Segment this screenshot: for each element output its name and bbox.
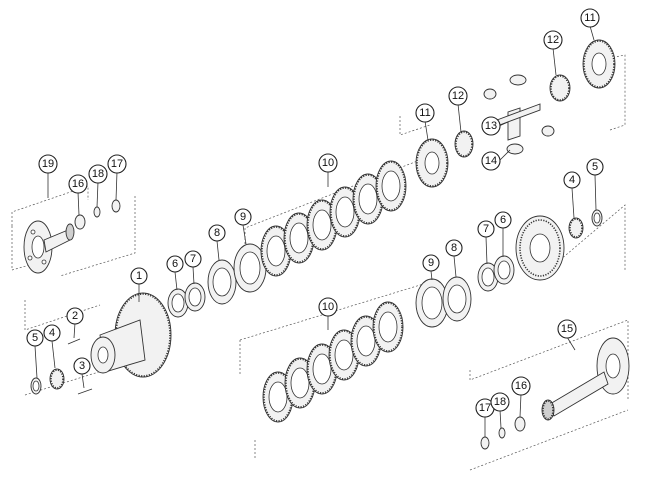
callout-19: 19 bbox=[38, 154, 58, 174]
callout-9-right: 9 bbox=[422, 254, 440, 272]
callout-15-label: 15 bbox=[561, 323, 573, 335]
part-4-bearing-right bbox=[568, 217, 584, 239]
callout-6-right-label: 6 bbox=[500, 214, 506, 226]
callout-12-left-label: 12 bbox=[452, 90, 464, 102]
part-7-ring-left bbox=[184, 282, 206, 312]
callout-13-label: 13 bbox=[485, 120, 497, 132]
callout-12-right-label: 12 bbox=[547, 34, 559, 46]
callout-4-right-label: 4 bbox=[569, 174, 575, 186]
callout-19-label: 19 bbox=[42, 158, 54, 170]
callout-2-label: 2 bbox=[72, 310, 78, 322]
callout-16-lower-label: 16 bbox=[515, 380, 527, 392]
callout-9-left: 9 bbox=[234, 208, 252, 226]
callout-14-label: 14 bbox=[485, 155, 497, 167]
callout-10-upper-label: 10 bbox=[322, 157, 334, 169]
callout-10-upper: 10 bbox=[318, 153, 338, 173]
callout-8-left-label: 8 bbox=[214, 227, 220, 239]
callout-10-lower: 10 bbox=[318, 297, 338, 317]
callout-1-label: 1 bbox=[136, 270, 142, 282]
part-16-pinion-cap bbox=[74, 214, 86, 230]
callout-3: 3 bbox=[73, 357, 91, 375]
callout-15: 15 bbox=[557, 319, 577, 339]
callout-6-right: 6 bbox=[494, 211, 512, 229]
callout-17-lower-label: 17 bbox=[479, 402, 491, 414]
callout-2: 2 bbox=[66, 307, 84, 325]
callout-18-upper: 18 bbox=[88, 164, 108, 184]
part-5-snap-ring-right bbox=[591, 209, 603, 227]
callout-5-right-label: 5 bbox=[592, 161, 598, 173]
callout-5-left-label: 5 bbox=[32, 332, 38, 344]
callout-8-right: 8 bbox=[445, 239, 463, 257]
callout-17-lower: 17 bbox=[475, 398, 495, 418]
callout-4-right: 4 bbox=[563, 171, 581, 189]
part-11-side-gear-left bbox=[415, 138, 449, 188]
callout-7-right: 7 bbox=[477, 220, 495, 238]
part-6-ring-left bbox=[167, 288, 189, 318]
callout-9-right-label: 9 bbox=[428, 257, 434, 269]
part-8-disc-left bbox=[207, 259, 237, 305]
part-18-washer bbox=[93, 206, 101, 218]
callout-1: 1 bbox=[130, 267, 148, 285]
part-1-gear-housing bbox=[90, 292, 172, 378]
part-9-disc-right bbox=[415, 278, 449, 328]
part-8-disc-right bbox=[442, 276, 472, 322]
callout-16-upper-label: 16 bbox=[72, 178, 84, 190]
part-7-ring-right bbox=[477, 262, 499, 292]
part-19-flange-shaft bbox=[23, 220, 75, 274]
part-11-side-gear-right bbox=[582, 39, 616, 89]
callout-18-upper-label: 18 bbox=[92, 168, 104, 180]
leader-lines bbox=[34, 25, 597, 437]
part-9-disc-left bbox=[233, 243, 267, 293]
callout-6-left-label: 6 bbox=[172, 258, 178, 270]
part-6-ring-right bbox=[493, 255, 515, 285]
callout-11-left: 11 bbox=[415, 103, 435, 123]
callout-5-left: 5 bbox=[26, 329, 44, 347]
callout-7-left-label: 7 bbox=[190, 253, 196, 265]
callout-7-right-label: 7 bbox=[483, 223, 489, 235]
part-3-pin bbox=[77, 388, 93, 395]
callout-14: 14 bbox=[481, 151, 501, 171]
callout-7-left: 7 bbox=[184, 250, 202, 268]
callout-13: 13 bbox=[481, 116, 501, 136]
callout-17-upper: 17 bbox=[107, 154, 127, 174]
part-5-snap-ring-left bbox=[30, 377, 42, 395]
callout-18-lower: 18 bbox=[490, 392, 510, 412]
callout-4-left-label: 4 bbox=[49, 327, 55, 339]
part-4-bearing-left bbox=[49, 368, 65, 390]
callout-11-left-label: 11 bbox=[419, 107, 430, 119]
callout-10-lower-label: 10 bbox=[322, 301, 334, 313]
callout-11-right-label: 11 bbox=[584, 12, 595, 24]
callout-5-right: 5 bbox=[586, 158, 604, 176]
part-15-output-shaft bbox=[541, 337, 630, 421]
part-10-clutch-pack-upper bbox=[260, 160, 407, 277]
callout-17-upper-label: 17 bbox=[111, 158, 123, 170]
callout-12-left: 12 bbox=[448, 86, 468, 106]
callout-9-left-label: 9 bbox=[240, 211, 246, 223]
part-17-ring-lower bbox=[480, 436, 490, 450]
callout-8-left: 8 bbox=[208, 224, 226, 242]
part-13-14-spider-assembly bbox=[483, 74, 555, 155]
callout-11-right: 11 bbox=[580, 8, 600, 28]
part-12-bevel-gear-right bbox=[549, 74, 571, 102]
callout-18-lower-label: 18 bbox=[494, 396, 506, 408]
part-16-cap-lower bbox=[514, 416, 526, 432]
part-pressure-plate bbox=[515, 215, 565, 281]
callout-16-upper: 16 bbox=[68, 174, 88, 194]
part-17-ring bbox=[111, 199, 121, 213]
callout-16-lower: 16 bbox=[511, 376, 531, 396]
callout-6-left: 6 bbox=[166, 255, 184, 273]
callout-4-left: 4 bbox=[43, 324, 61, 342]
part-10-clutch-pack-lower bbox=[262, 301, 404, 423]
callout-8-right-label: 8 bbox=[451, 242, 457, 254]
part-18-washer-lower bbox=[498, 427, 506, 439]
callout-3-label: 3 bbox=[79, 360, 85, 372]
callout-12-right: 12 bbox=[543, 30, 563, 50]
part-2-pin bbox=[67, 338, 81, 345]
part-12-bevel-gear-left bbox=[454, 130, 474, 158]
